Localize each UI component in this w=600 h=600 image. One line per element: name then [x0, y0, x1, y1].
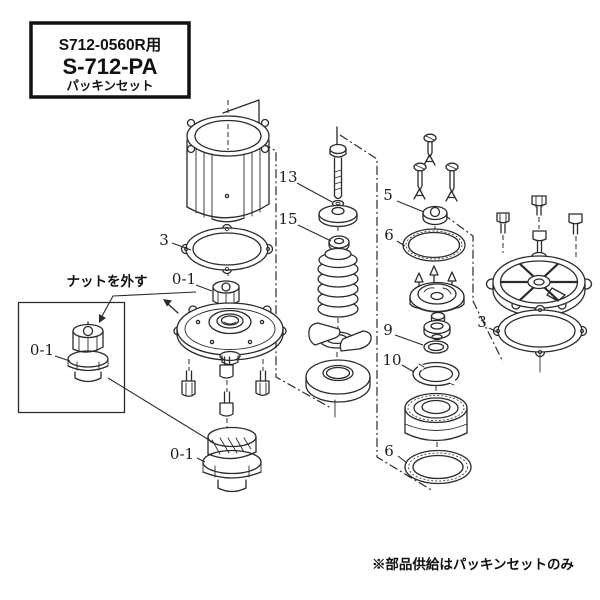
title-box: S712-0560R用 S-712-PA パッキンセット	[29, 21, 191, 99]
foot-ring-part	[305, 359, 371, 403]
cylinder-gasket-part	[180, 223, 274, 275]
leader-oring-lower	[397, 455, 408, 464]
top-nut-part	[212, 280, 240, 306]
leader-valve-seal-ring	[394, 334, 424, 346]
valve-poppet-part	[423, 311, 451, 341]
valve-rod-bolt-part	[329, 126, 347, 200]
screw-direction-mark	[413, 188, 426, 200]
screw-direction-mark	[445, 190, 458, 202]
leader-oring-upper	[396, 240, 406, 247]
callout-valve-assembly: 0-1	[170, 445, 194, 463]
valve-seal-ring-part	[423, 340, 449, 354]
callout-seal-grommet: 5	[383, 186, 393, 204]
remove-nut-annotation: ナットを外す	[67, 273, 148, 289]
lower-valve-assembly-part	[202, 426, 262, 493]
head-gasket-part	[492, 304, 588, 358]
supply-note: ※部品供給はパッキンセットのみ	[372, 556, 575, 572]
title-box-border	[29, 21, 191, 99]
air-chamber-part	[404, 392, 468, 442]
leader-nut-upper	[195, 284, 213, 292]
upper-oring-part	[402, 228, 466, 262]
callout-oring-lower: 6	[384, 442, 394, 460]
title-model-line: S712-0560R用	[59, 36, 162, 54]
valve-spring-part	[317, 247, 359, 318]
head-bolts	[496, 195, 583, 266]
pump-head-spokes	[500, 262, 578, 302]
callout-valve-seal-ring: 9	[383, 321, 393, 339]
callout-nut-upper: 0-1	[172, 270, 196, 288]
leader-nut-inset	[54, 355, 71, 362]
leader-head-gasket	[488, 327, 500, 334]
title-part-number: S-712-PA	[63, 54, 158, 79]
diaphragm-bolts	[181, 356, 270, 430]
leader-cylinder-gasket	[171, 242, 192, 251]
callout-nut-inset: 0-1	[30, 341, 54, 359]
screw-direction-mark	[423, 154, 436, 166]
callout-cylinder-gasket: 3	[159, 231, 169, 249]
callout-spring-washer: 15	[278, 210, 297, 228]
inset-detail-box: 0-1	[17, 301, 126, 414]
frame-col2-col3	[339, 134, 434, 492]
inset-box-border	[17, 301, 126, 414]
pump-head-part	[485, 251, 593, 317]
callout-rod-washer: 13	[278, 168, 297, 186]
remove-direction-arrow	[163, 299, 179, 314]
seal-grommet-part	[422, 205, 448, 226]
valve-housing-part	[409, 281, 465, 313]
remove-nut-leader	[99, 291, 197, 323]
mounting-screws	[413, 133, 459, 202]
callout-head-gasket: 3	[477, 313, 487, 331]
frame-col3-col4	[442, 213, 504, 363]
callout-oring-upper: 6	[384, 226, 394, 244]
leader-valve-assembly	[196, 457, 206, 463]
leader-rod-washer	[296, 182, 333, 203]
title-kit-name: パッキンセット	[66, 79, 153, 93]
spring-washer-part	[328, 235, 350, 252]
callout-retainer-ring: 10	[382, 351, 401, 369]
lower-oring-part	[404, 449, 472, 485]
leader-spring-washer	[297, 224, 332, 242]
inset-reference-line	[107, 377, 215, 444]
leader-seal-grommet	[396, 200, 425, 213]
retainer-ring-part	[412, 361, 460, 387]
diaphragm-clamp-plates-part	[308, 322, 372, 352]
rod-disc-part	[318, 204, 358, 228]
leader-retainer-ring	[401, 364, 415, 373]
inset-valve-part	[67, 321, 109, 383]
cylinder-part	[186, 99, 270, 276]
assembly-axis-frames	[232, 125, 504, 492]
diaphragm-assembly-part	[173, 302, 287, 366]
